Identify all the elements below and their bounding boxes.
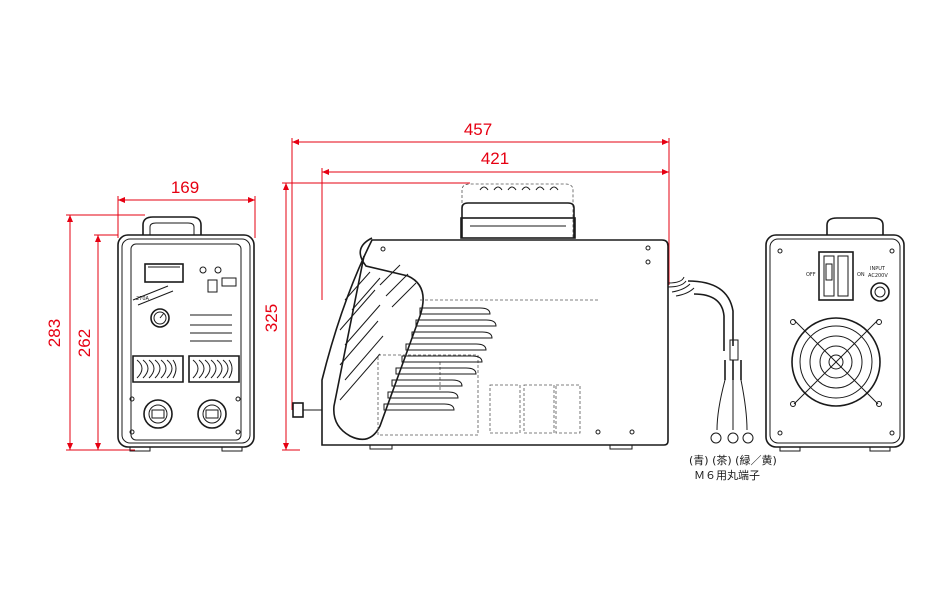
- front-sockets: [129, 396, 241, 435]
- front-display: [144, 263, 184, 283]
- rear-body: [765, 234, 905, 448]
- dim-label-169: 169: [171, 178, 199, 197]
- front-switch: [207, 279, 218, 293]
- side-view: (青) (茶) (緑／黄) Ｍ６用丸端子: [292, 183, 777, 482]
- terminal-note: Ｍ６用丸端子: [694, 469, 760, 482]
- svg-text:270A: 270A: [136, 296, 150, 302]
- side-output-terminal: [292, 402, 304, 418]
- dim-label-325: 325: [262, 304, 281, 332]
- input-label: INPUT: [870, 266, 886, 272]
- cable-color-note: (青) (茶) (緑／黄): [689, 453, 777, 467]
- front-vents: [132, 355, 240, 383]
- front-panel: [130, 243, 242, 441]
- side-bezel: [333, 237, 424, 441]
- input-voltage: AC200V: [868, 273, 888, 279]
- side-body: [321, 239, 669, 446]
- side-slats: [383, 307, 497, 411]
- front-view: 270A: [117, 216, 255, 452]
- side-handle: [460, 183, 576, 239]
- rear-input-gland: [870, 282, 890, 302]
- rear-view: OFF ON INPUT AC200V: [765, 217, 905, 452]
- rear-breaker: [818, 251, 854, 301]
- switch-off-label: OFF: [806, 272, 816, 278]
- dim-label-262: 262: [75, 329, 94, 357]
- front-knob: [150, 308, 170, 328]
- dimension-group: 169 283 262 457 421 325: [45, 120, 670, 451]
- terminal-ring-blue: [710, 432, 722, 444]
- dim-label-457: 457: [464, 120, 492, 139]
- front-body: [117, 234, 255, 448]
- rear-fan: [790, 317, 882, 407]
- terminal-ring-green-yellow: [742, 432, 754, 444]
- terminal-ring-brown: [727, 432, 739, 444]
- power-cable: [667, 276, 754, 444]
- front-handle: [142, 216, 202, 235]
- switch-on-label: ON: [857, 272, 865, 278]
- side-louvers: [339, 264, 417, 401]
- rear-handle: [826, 217, 884, 235]
- dim-label-421: 421: [481, 149, 509, 168]
- dim-label-283: 283: [45, 319, 64, 347]
